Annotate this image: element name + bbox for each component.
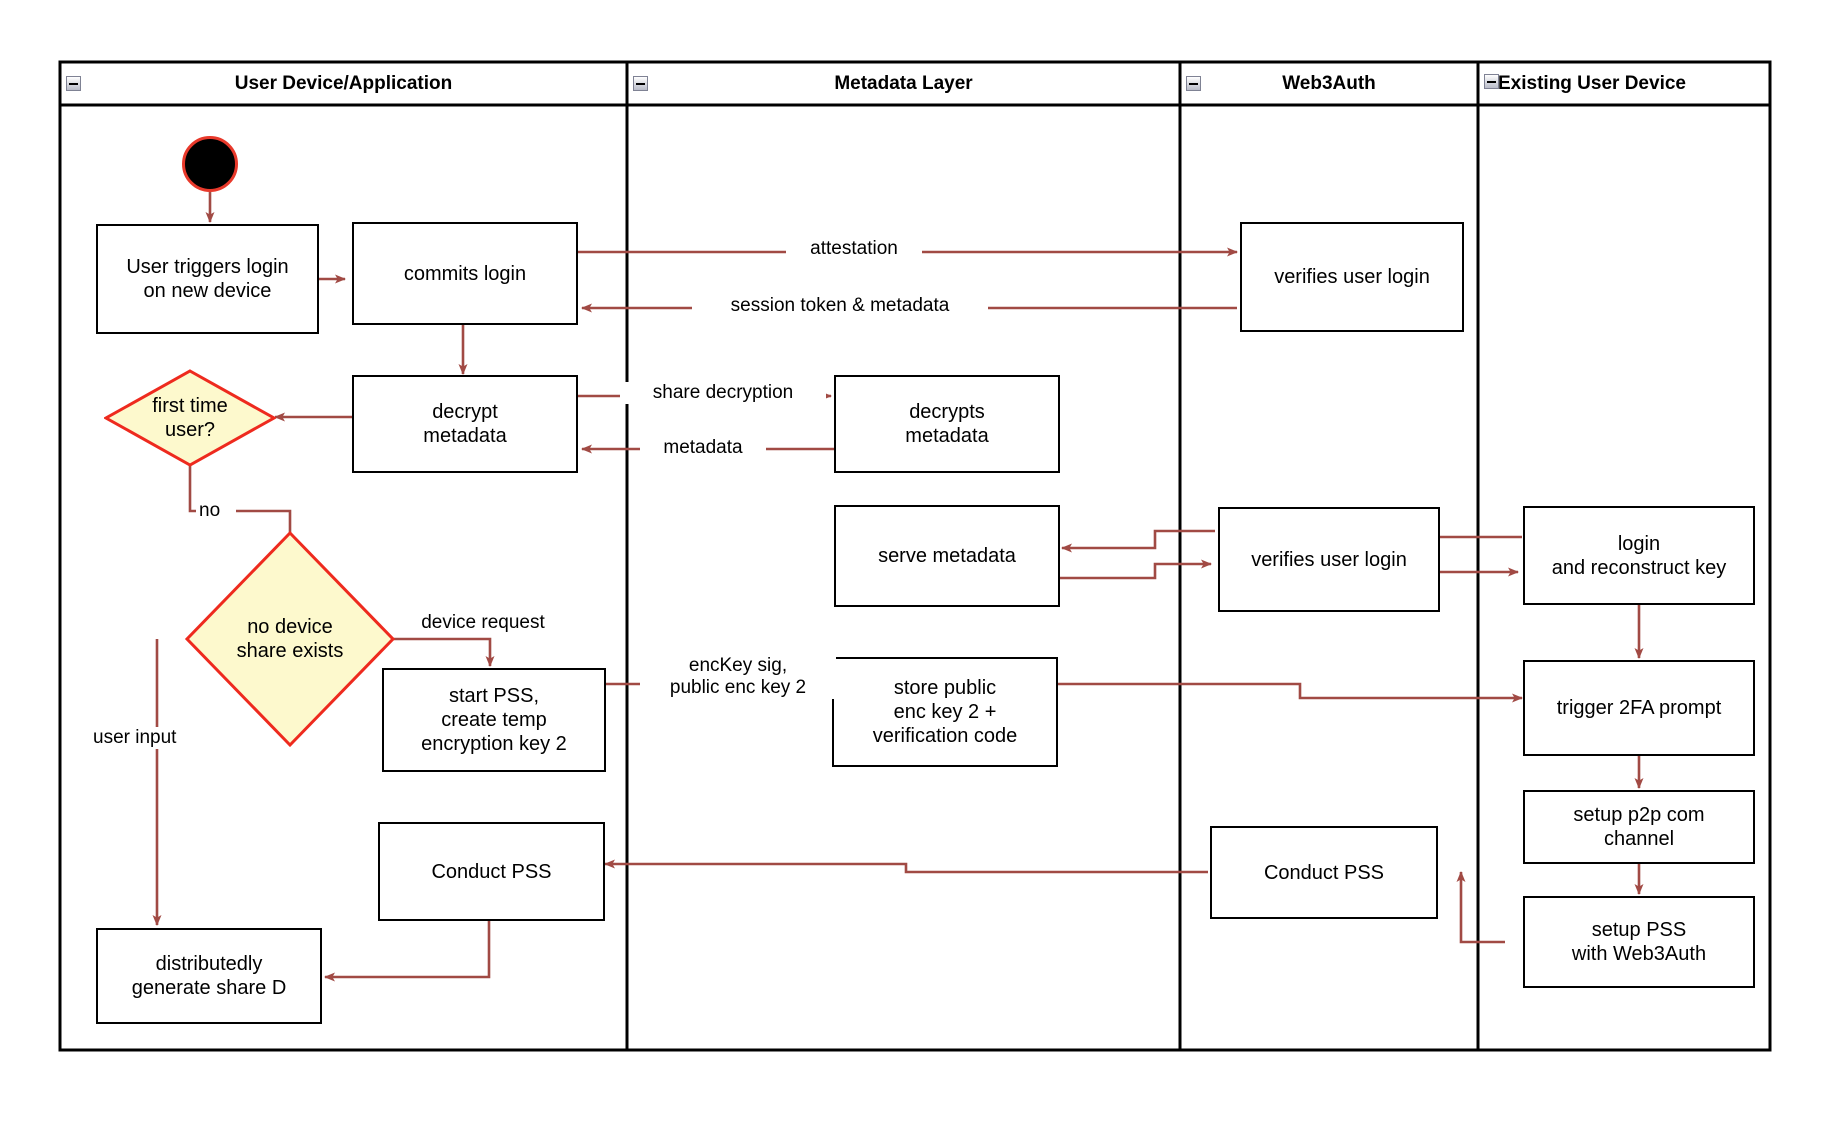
lane-title-metadata: Metadata Layer xyxy=(834,73,973,94)
node-conduct-pss-web3auth[interactable]: Conduct PSS xyxy=(1210,826,1438,919)
edge-label-device-request: device request xyxy=(395,612,571,634)
initial-node xyxy=(182,136,238,192)
node-store-public-enc-key[interactable]: store public enc key 2 + verification co… xyxy=(832,657,1058,767)
lane-title-existing-device: Existing User Device xyxy=(1498,73,1686,94)
node-setup-pss-with-web3auth[interactable]: setup PSS with Web3Auth xyxy=(1523,896,1755,988)
node-no-device-share-exists[interactable]: no device share exists xyxy=(184,530,396,748)
node-user-triggers-login[interactable]: User triggers login on new device xyxy=(96,224,319,334)
collapse-icon-lane-existing-device[interactable] xyxy=(1484,74,1499,89)
edge-serve-metadata-to-verifies-2 xyxy=(1058,559,1212,580)
node-decrypt-metadata[interactable]: decrypt metadata xyxy=(352,375,578,473)
lane-title-web3auth: Web3Auth xyxy=(1282,73,1376,94)
edge-label-metadata: metadata xyxy=(640,437,766,459)
node-decrypts-metadata[interactable]: decrypts metadata xyxy=(834,375,1060,473)
edge-label-enckey-sig: encKey sig, public enc key 2 xyxy=(640,655,836,699)
edge-conduct-pss-web3auth-to-conduct-pss-user xyxy=(604,859,1208,874)
node-conduct-pss-user[interactable]: Conduct PSS xyxy=(378,822,605,921)
node-distributedly-generate-share-d[interactable]: distributedly generate share D xyxy=(96,928,322,1024)
edge-no-device-share-to-start-pss xyxy=(369,637,495,667)
edge-label-user-input: user input xyxy=(90,727,216,749)
edge-conduct-pss-user-to-generate-share-d xyxy=(324,921,491,982)
node-trigger-2fa-prompt[interactable]: trigger 2FA prompt xyxy=(1523,660,1755,756)
node-serve-metadata[interactable]: serve metadata xyxy=(834,505,1060,607)
node-verifies-user-login-1[interactable]: verifies user login xyxy=(1240,222,1464,332)
edge-setup-pss-to-conduct-pss-web3auth xyxy=(1456,871,1505,944)
node-start-pss[interactable]: start PSS, create temp encryption key 2 xyxy=(382,668,606,772)
diamond-shape-no-device-share-exists xyxy=(184,530,396,748)
node-commits-login[interactable]: commits login xyxy=(352,222,578,325)
edge-store-public-enc-key-to-trigger-2fa xyxy=(1058,682,1523,703)
diamond-shape-first-time-user xyxy=(104,369,276,467)
node-setup-p2p-com-channel[interactable]: setup p2p com channel xyxy=(1523,790,1755,864)
node-login-and-reconstruct-key[interactable]: login and reconstruct key xyxy=(1523,506,1755,605)
collapse-icon-lane-metadata[interactable] xyxy=(633,76,648,91)
node-verifies-user-login-2[interactable]: verifies user login xyxy=(1218,507,1440,612)
edge-label-session-token: session token & metadata xyxy=(692,295,988,317)
edge-label-attestation: attestation xyxy=(786,238,922,260)
node-first-time-user[interactable]: first time user? xyxy=(104,369,276,467)
lane-title-user-device: User Device/Application xyxy=(234,73,453,94)
edge-label-no: no xyxy=(196,500,236,522)
swimlane-frame xyxy=(58,60,1772,1052)
edge-verifies-2-to-serve-metadata xyxy=(1061,529,1215,553)
collapse-icon-lane-web3auth[interactable] xyxy=(1186,76,1201,91)
edge-label-share-decryption: share decryption xyxy=(620,382,826,404)
collapse-icon-lane-user-device[interactable] xyxy=(66,76,81,91)
